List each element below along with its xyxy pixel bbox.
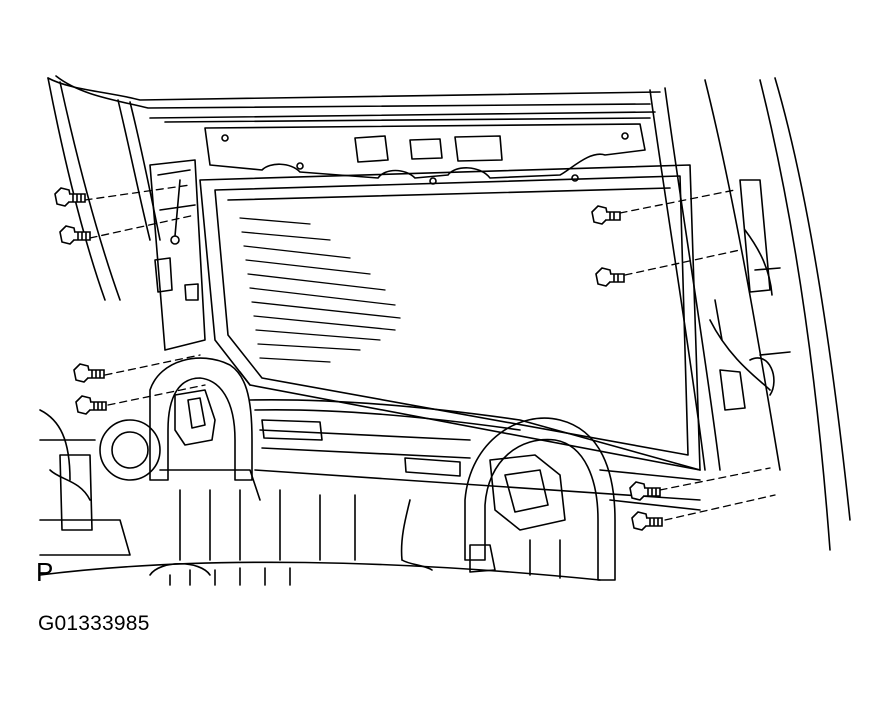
window-glass-hatching (240, 218, 400, 362)
right-seatbelt-loop (465, 418, 700, 580)
bolts-right-group (592, 206, 662, 530)
bolt-icon (74, 364, 104, 382)
bolt-icon (630, 482, 660, 500)
bolt-icon (76, 396, 106, 414)
bolt-icon (596, 268, 624, 286)
bolt-icon (632, 512, 662, 530)
right-pillar (650, 78, 850, 550)
bolts-left-group (55, 188, 106, 414)
left-lower-interior (40, 358, 260, 555)
bolt-icon (592, 206, 620, 224)
view-letter-label: P (36, 557, 54, 587)
rear-window-frame (200, 165, 700, 470)
left-pillar (48, 78, 205, 350)
bolt-icon (60, 226, 90, 244)
rear-bulkhead-trim (250, 400, 700, 570)
bolt-icon (55, 188, 85, 206)
upper-cab-frame (48, 76, 660, 184)
lower-floor-panel (40, 490, 600, 585)
figure-code-label: G01333985 (38, 612, 150, 635)
bolt-leader-lines (85, 185, 775, 520)
